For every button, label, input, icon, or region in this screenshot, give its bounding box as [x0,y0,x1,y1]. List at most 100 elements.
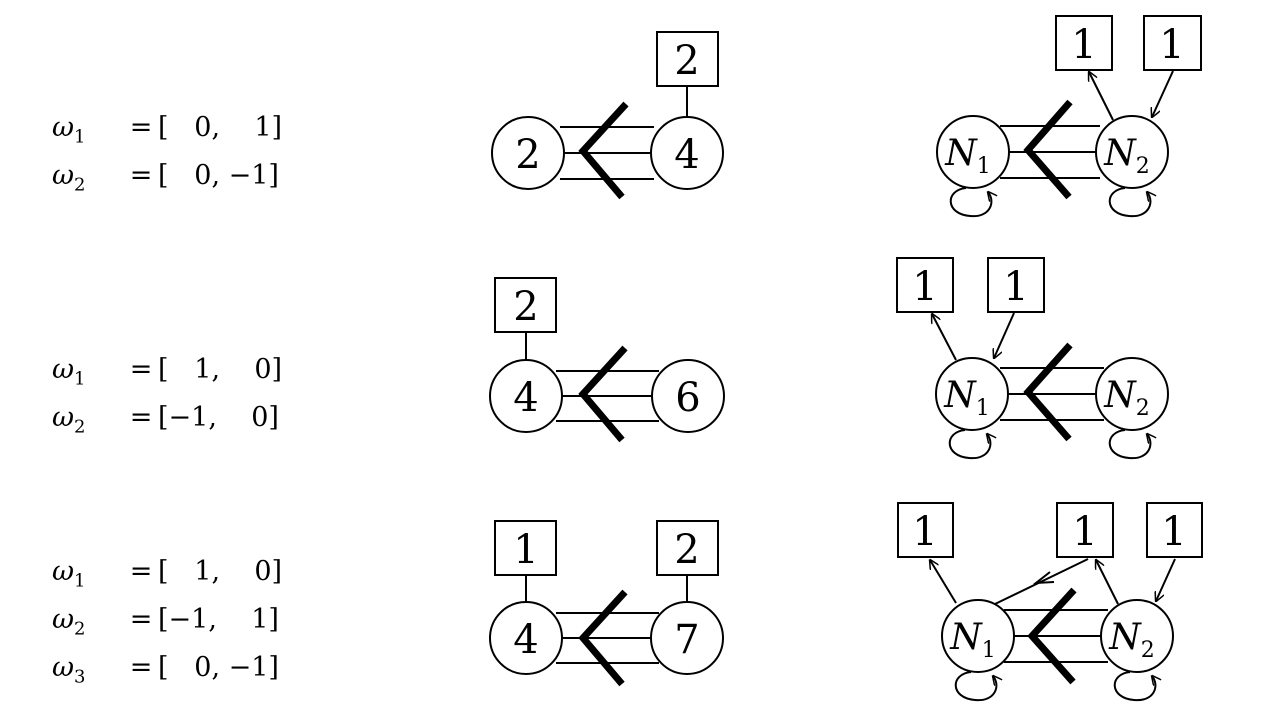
equations-row-1: ω1=[ 0, 1] ω2=[ 0, −1] [52,104,282,200]
quiver-row-3: 4 7 1 2 [489,520,724,687]
gauge-node-left [491,116,565,190]
vector-value: [−1, 0] [158,402,279,433]
node-label: 4 [513,375,538,421]
equation: ω2=[−1, 1] [52,596,282,644]
vector-value: [ 0, −1] [158,160,279,191]
vector-value: [ 1, 0] [158,354,283,385]
node-label: N1 [949,617,996,663]
chevron-arrow-icon [1023,342,1073,442]
graph-row-1: 1 1 N1 N2 [936,15,1202,218]
flavor-box [494,520,557,576]
node-label: 2 [515,132,540,178]
node-n1 [936,115,1010,189]
omega-symbol: ω [52,556,75,587]
omega-index: 1 [74,126,86,148]
equation: ω3=[ 0, −1] [52,644,282,692]
flavor-arrow [1096,560,1119,605]
self-loop-arrow [1108,187,1151,218]
equation: ω1=[ 1, 0] [52,346,282,394]
vector-value: [ 1, 0] [158,556,283,587]
node-label: 6 [675,375,700,421]
box-label: 1 [1003,264,1028,310]
box-label: 1 [513,527,538,573]
flavor-arrow [994,558,1089,605]
box-label: 2 [513,284,538,330]
equation: ω1=[ 1, 0] [52,548,282,596]
omega-index: 2 [74,618,86,640]
node-n1 [941,599,1015,673]
arrowhead-icon [1032,571,1055,585]
quiver-row-2: 4 6 2 [489,277,725,443]
node-n2 [1095,357,1169,431]
flavor-box [1055,15,1113,71]
node-label: N1 [943,375,990,421]
flavor-arrow [930,560,957,604]
node-label: 7 [674,617,699,663]
node-label: 4 [674,132,699,178]
self-loop-arrow [948,429,991,460]
self-loop-arrow [1113,671,1156,702]
chevron-arrow-icon [1023,99,1073,200]
omega-symbol: ω [52,112,75,143]
graph-row-3: 1 1 1 N1 N2 [897,502,1203,702]
box-label: 2 [674,38,699,84]
equations-row-2: ω1=[ 1, 0] ω2=[−1, 0] [52,346,282,442]
chevron-arrow-icon [1027,587,1077,685]
flavor-arrow [1156,558,1176,601]
box-label: 1 [912,509,937,555]
flavor-arrow [1089,72,1114,121]
omega-index: 3 [74,666,86,688]
box-label: 1 [1161,509,1186,555]
chevron-arrow-icon [578,345,628,443]
self-loop-arrow [949,187,992,218]
node-label: 4 [513,617,538,663]
node-n1 [935,357,1009,431]
omega-index: 1 [74,368,86,390]
vector-value: [ 0, 1] [158,112,283,143]
vector-value: [−1, 1] [158,604,279,635]
equation: ω2=[ 0, −1] [52,152,282,200]
omega-symbol: ω [52,652,75,683]
box-label: 2 [674,527,699,573]
node-label: N1 [944,133,991,179]
flavor-box [494,277,557,333]
quiver-row-1: 2 4 2 [491,31,724,200]
flavor-box [1143,15,1202,71]
node-label: N2 [1103,375,1150,421]
flavor-box [656,31,719,87]
box-label: 1 [1071,22,1096,68]
equation: ω2=[−1, 0] [52,394,282,442]
chevron-arrow-icon [578,101,629,200]
node-n2 [1100,599,1174,673]
flavor-box [897,502,954,558]
flavor-box [656,520,719,576]
chevron-arrow-icon [578,589,628,687]
flavor-arrow [1152,70,1174,117]
omega-symbol: ω [52,604,75,635]
omega-index: 2 [74,174,86,196]
omega-index: 2 [74,416,86,438]
gauge-node-right [651,359,725,433]
equations-row-3: ω1=[ 1, 0] ω2=[−1, 1] ω3=[ 0, −1] [52,548,282,692]
self-loop-arrow [1108,429,1151,460]
equation: ω1=[ 0, 1] [52,104,282,152]
node-n2 [1095,115,1169,189]
flavor-box [896,257,954,313]
box-label: 1 [1072,509,1097,555]
omega-symbol: ω [52,402,75,433]
omega-index: 1 [74,570,86,592]
flavor-box [1146,502,1203,558]
graph-row-2: 1 1 N1 N2 [896,257,1169,460]
node-label: N2 [1103,133,1150,179]
flavor-box [987,257,1045,313]
omega-symbol: ω [52,160,75,191]
box-label: 1 [912,264,937,310]
vector-value: [ 0, −1] [158,652,279,683]
omega-symbol: ω [52,354,75,385]
self-loop-arrow [954,671,997,702]
flavor-arrow [994,312,1015,358]
flavor-box [1056,502,1114,558]
flavor-arrow [932,314,957,361]
